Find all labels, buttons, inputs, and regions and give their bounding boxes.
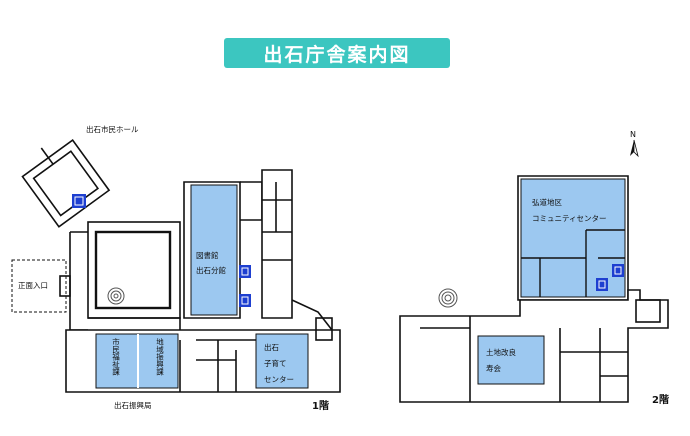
label-childcare-1: 出石 <box>264 343 279 352</box>
label-bureau: 出石振興局 <box>114 401 152 410</box>
hall-building <box>21 138 111 228</box>
compass-label: N <box>630 130 636 139</box>
spiral-stair-2 <box>438 288 458 308</box>
childcare-center-room <box>255 333 309 389</box>
label-land-2: 寿会 <box>486 364 501 373</box>
floor-1-rooms <box>95 184 309 389</box>
label-floor-1: 1階 <box>312 401 329 412</box>
label-land-1: 土地改良 <box>486 348 516 357</box>
spiral-stair-1 <box>107 287 125 305</box>
label-community-2: コミュニティセンター <box>532 214 607 223</box>
library-room <box>190 184 238 316</box>
label-childcare-2: 子育て <box>264 359 287 368</box>
north-compass <box>630 139 639 158</box>
label-welfare: 市民福祉課 <box>111 338 121 376</box>
label-entrance: 正面入口 <box>18 281 48 290</box>
label-library-2: 出石分館 <box>196 266 226 275</box>
floor-2-rooms <box>477 178 626 385</box>
community-center-room <box>520 178 626 298</box>
map-title: 出石庁舎案内図 <box>224 38 450 68</box>
label-community-1: 弘道地区 <box>532 198 562 207</box>
label-floor-2: 2階 <box>652 395 669 406</box>
label-regional: 地域振興課 <box>155 338 165 376</box>
label-childcare-3: センター <box>264 375 294 384</box>
land-improvement-room <box>477 335 545 385</box>
label-hall: 出石市民ホール <box>86 125 139 134</box>
label-library-1: 図書館 <box>196 251 219 260</box>
